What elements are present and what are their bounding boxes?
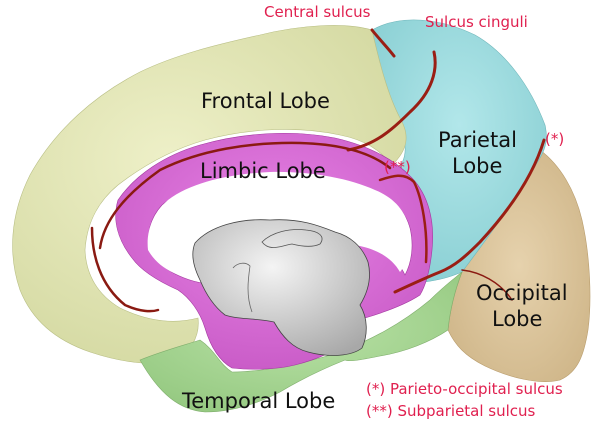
- subparietal-marker: (**): [384, 158, 411, 176]
- frontal-lobe-region: [12, 25, 407, 364]
- frontal-lobe-label: Frontal Lobe: [201, 89, 330, 113]
- legend-item-parieto-occipital: (*) Parieto-occipital sulcus: [366, 380, 563, 398]
- midbrain-outline: [232, 262, 253, 313]
- parietal-lobe-label-line1: Parietal: [438, 128, 517, 152]
- occipital-lobe-label-line1: Occipital: [476, 281, 568, 305]
- occipital-lobe-label-line2: Lobe: [492, 307, 542, 331]
- parieto-occipital-sulcus-line: [393, 138, 546, 294]
- legend-item-subparietal: (**) Subparietal sulcus: [366, 402, 536, 420]
- frontal-limbic-border-line: [90, 226, 160, 313]
- sulcus-cinguli-annotation: Sulcus cinguli: [425, 13, 528, 31]
- parieto-occipital-marker: (*): [545, 130, 564, 148]
- parietal-lobe-region: [371, 19, 547, 283]
- limbic-lobe-label: Limbic Lobe: [200, 159, 326, 183]
- brainstem-region: [192, 219, 370, 356]
- temporal-lobe-label: Temporal Lobe: [181, 389, 335, 413]
- calcarine-sulcus-line: [461, 269, 513, 301]
- thalamus-outline: [261, 229, 323, 248]
- subparietal-sulcus-line: [378, 174, 428, 264]
- callosal-sulcus-line: [98, 141, 392, 250]
- sulcus-cinguli-line: [346, 50, 437, 152]
- temporal-lobe-region: [139, 271, 463, 413]
- central-sulcus-line: [370, 28, 396, 58]
- central-sulcus-annotation: Central sulcus: [264, 3, 371, 21]
- parietal-lobe-label-line2: Lobe: [452, 154, 502, 178]
